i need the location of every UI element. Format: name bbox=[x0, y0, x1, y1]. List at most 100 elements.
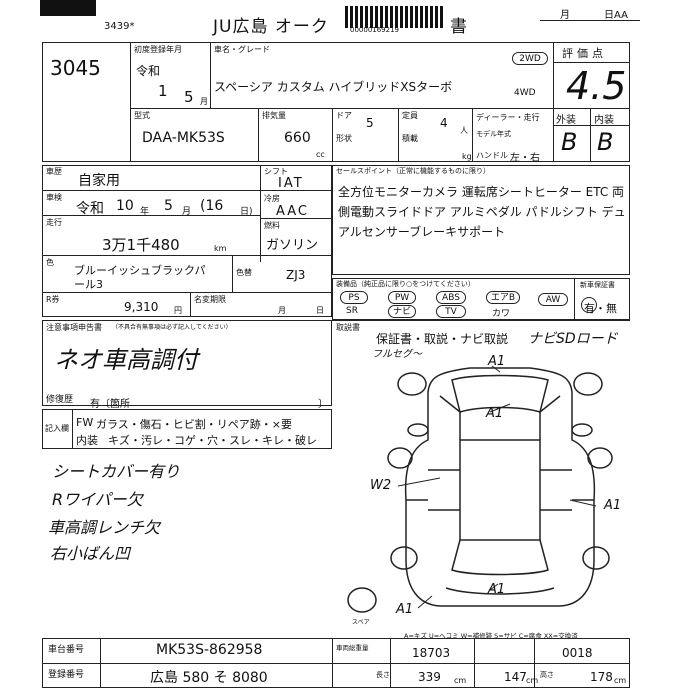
weight-label: 車両総重量 bbox=[336, 644, 369, 652]
equipment-box bbox=[332, 278, 630, 320]
equipment-ps: PS bbox=[340, 291, 368, 304]
shift-value: IAT bbox=[278, 176, 304, 191]
damage-mark-front: A1 bbox=[488, 354, 506, 369]
exterior-grade: B bbox=[561, 128, 578, 156]
inspection-day-unit: 日) bbox=[240, 207, 253, 217]
registration-year: 1 bbox=[158, 82, 168, 100]
barcode-number: 3439* bbox=[104, 21, 135, 32]
inspector-note-3: 車高調レンチ欠 bbox=[48, 518, 161, 537]
date-month-label: 月 bbox=[560, 10, 570, 21]
documents-handwritten: ナビSDロード bbox=[528, 331, 618, 347]
width-unit: cm bbox=[526, 676, 539, 685]
roof bbox=[459, 439, 541, 541]
legend-side-label: 記入欄 bbox=[45, 424, 69, 433]
legend-items-1: ガラス・傷石・ヒビ割・リペア跡・×要 bbox=[96, 418, 292, 431]
usage-label: 車歴 bbox=[46, 167, 62, 176]
equipment-leather: カワ bbox=[492, 309, 511, 319]
equipment-aw: AW bbox=[538, 293, 568, 306]
notes-label: 注意事項申告書 bbox=[46, 323, 102, 332]
model-year-label: モデル年式 bbox=[476, 130, 511, 138]
fuel-value: ガソリン bbox=[266, 238, 319, 253]
spare-label: スペア bbox=[352, 619, 370, 626]
fuel-label: 燃料 bbox=[264, 221, 280, 230]
legend-prefix-1: FW bbox=[76, 416, 94, 429]
usage-value: 自家用 bbox=[78, 173, 120, 189]
chassis-value: MK53S-862958 bbox=[156, 642, 263, 658]
equipment-abs: ABS bbox=[436, 291, 466, 304]
inspection-month: 5 bbox=[164, 198, 173, 214]
ac-label: 冷房 bbox=[264, 194, 280, 203]
weight-value: 18703 bbox=[412, 646, 451, 660]
inspection-day: (16 bbox=[200, 198, 224, 214]
damage-mark-left: W2 bbox=[370, 478, 392, 493]
name-change-month: 月 bbox=[278, 306, 286, 315]
barcode-strip bbox=[40, 0, 96, 16]
right-mirror bbox=[571, 423, 593, 437]
rear-window bbox=[451, 539, 549, 576]
length-label: 長さ bbox=[376, 671, 390, 679]
inspection-year: 10 bbox=[116, 198, 134, 214]
mileage-value: 3万1千480 bbox=[102, 236, 180, 254]
color-value-1: ブルーイッシュブラックパ bbox=[74, 264, 206, 277]
length-value: 339 bbox=[418, 670, 441, 684]
documents-handwritten-2: フルセグ〜 bbox=[372, 349, 422, 360]
repair-label: 修復歴 bbox=[46, 395, 74, 405]
repair-close: 〕 bbox=[318, 399, 328, 410]
handle-label: ハンドル bbox=[476, 151, 508, 160]
color-value-2: ール3 bbox=[74, 278, 103, 291]
diagram-legend: A=キズ U=ヘコミ W=補修跡 S=サビ C=腐食 XX=交換済 bbox=[404, 632, 578, 640]
notes-sub-label: （不具合有無事項は必ず記入してください） bbox=[112, 324, 232, 331]
mileage-label: 走行 bbox=[46, 218, 62, 227]
capacity-unit: 人 bbox=[460, 126, 468, 135]
left-mirror bbox=[407, 423, 429, 437]
registration-month-unit: 月 bbox=[200, 97, 208, 106]
load-label: 積載 bbox=[402, 134, 418, 143]
selling-points-box bbox=[332, 165, 630, 275]
documents-label: 取説書 bbox=[336, 323, 360, 332]
color-label: 色 bbox=[46, 258, 54, 267]
equipment-tv: TV bbox=[436, 305, 466, 318]
recycle-unit: 円 bbox=[174, 306, 182, 315]
auction-title: JU広島 オーク bbox=[213, 17, 329, 37]
score-value: 4.5 bbox=[566, 64, 627, 108]
handle-value: 左・右 bbox=[510, 153, 540, 164]
plate-label: 登録番号 bbox=[48, 670, 85, 680]
drive-2wd: 2WD bbox=[512, 52, 548, 65]
documents-value: 保証書・取説・ナビ取説 bbox=[376, 332, 509, 346]
repair-value: 有〔箇所 bbox=[90, 399, 130, 410]
bottom-code: 0018 bbox=[562, 646, 593, 660]
lot-number: 3045 bbox=[50, 56, 101, 80]
legend-prefix-2: 内装 bbox=[76, 434, 98, 447]
damage-mark-hood: A1 bbox=[486, 406, 504, 421]
legend-items-2: キズ・汚レ・コゲ・穴・スレ・キレ・破レ bbox=[108, 434, 317, 447]
damage-mark-rear: A1 bbox=[488, 582, 506, 597]
damage-mark-rear-left: A1 bbox=[396, 602, 414, 617]
title-stamp bbox=[345, 6, 445, 28]
doors-label: ドア bbox=[336, 111, 352, 120]
recycle-label: R券 bbox=[46, 295, 60, 304]
recycle-value: 9,310 bbox=[124, 300, 159, 314]
name-change-label: 名変期限 bbox=[194, 295, 226, 304]
interior-grade: B bbox=[597, 128, 614, 156]
tire-rear-left bbox=[390, 546, 418, 570]
notes-box bbox=[42, 320, 332, 406]
inspector-note-2: Rワイパー欠 bbox=[52, 490, 143, 509]
inspection-year-unit: 年 bbox=[140, 207, 150, 217]
car-name-value: スペーシア カスタム ハイブリッドXSターボ bbox=[214, 80, 453, 94]
registration-month: 5 bbox=[184, 88, 194, 106]
color-code: ZJ3 bbox=[286, 268, 306, 282]
shift-label: シフト bbox=[264, 167, 288, 176]
height-value: 178 bbox=[590, 670, 613, 684]
displacement-value: 660 bbox=[284, 130, 311, 146]
doors-value: 5 bbox=[366, 116, 374, 130]
ac-value: AAC bbox=[276, 204, 309, 219]
name-change-day: 日 bbox=[316, 306, 324, 315]
car-body-outline bbox=[404, 367, 596, 607]
date-day-label: 日AA bbox=[604, 10, 628, 21]
legend-box bbox=[42, 409, 332, 449]
registration-label: 初度登録年月 bbox=[134, 45, 182, 54]
top-block bbox=[42, 42, 630, 162]
chassis-label: 車台番号 bbox=[48, 645, 85, 655]
tire-mid-left bbox=[387, 447, 413, 469]
score-label: 評価点 bbox=[562, 47, 607, 60]
